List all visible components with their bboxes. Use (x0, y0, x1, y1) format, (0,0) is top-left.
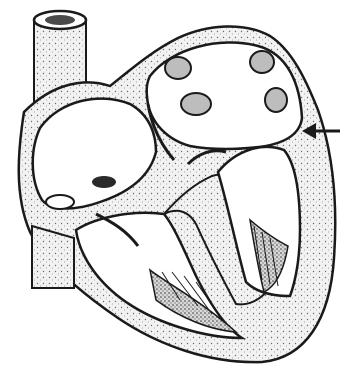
left-atrium (147, 43, 302, 149)
pulmonary-vein-opening-3 (181, 93, 211, 115)
pulmonary-vein-opening-4 (265, 88, 287, 112)
inferior-vena-cava (32, 226, 74, 288)
coronary-sinus-opening (92, 176, 116, 188)
pulmonary-vein-opening-2 (250, 51, 274, 73)
inferior-vena-cava-opening (46, 195, 74, 209)
pulmonary-vein-opening-1 (165, 57, 191, 79)
